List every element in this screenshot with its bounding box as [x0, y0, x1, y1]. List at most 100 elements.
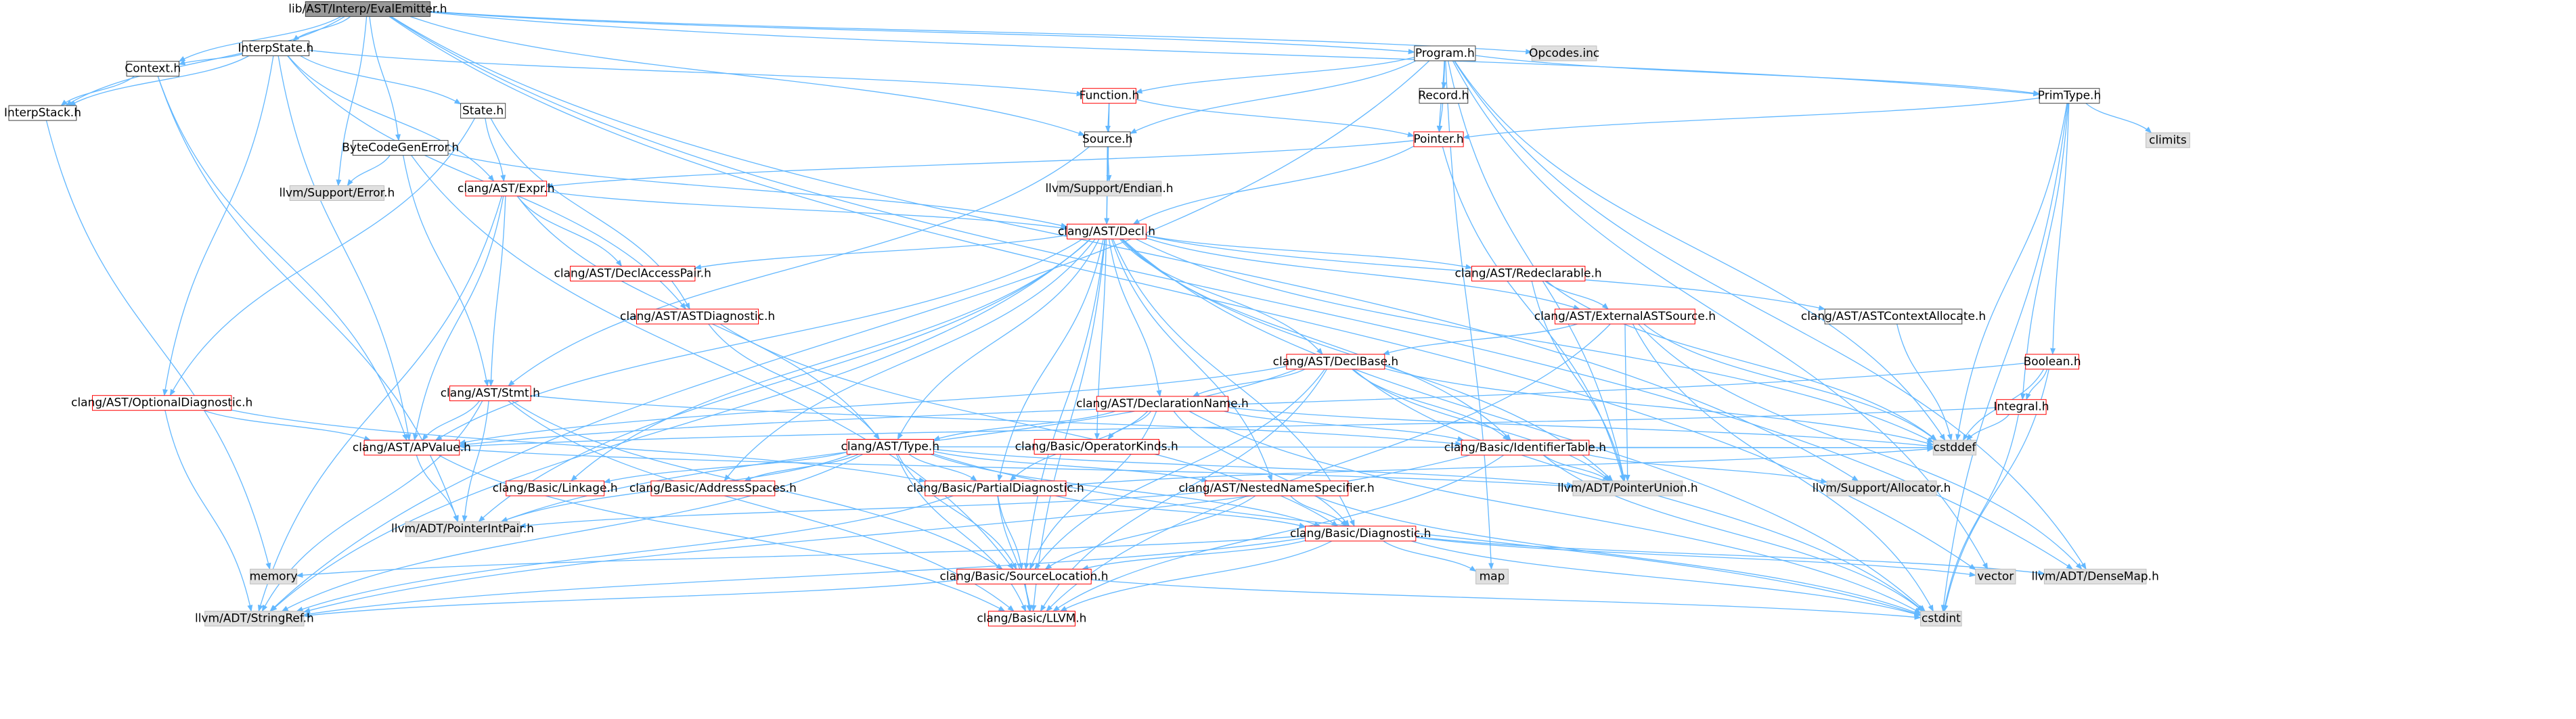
node-label-memory: memory [250, 570, 298, 583]
node-bytecodegenerror[interactable]: ByteCodeGenError.h [342, 140, 459, 156]
node-expr[interactable]: clang/AST/Expr.h [458, 181, 555, 197]
edge-externalastsource-to-cstddef [1643, 323, 1937, 441]
edge-pointer-to-decl [1132, 145, 1415, 225]
node-externalastsource[interactable]: clang/AST/ExternalASTSource.h [1534, 308, 1716, 325]
node-identifiertable[interactable]: clang/Basic/IdentifierTable.h [1444, 440, 1606, 456]
node-program[interactable]: Program.h [1414, 45, 1476, 62]
edge-diagnostic-to-stringref [303, 537, 1306, 617]
edge-bytecodegenerror-to-decl [447, 153, 1068, 229]
node-box-llvmerror [289, 185, 385, 201]
edge-source-to-stmt [508, 146, 1090, 387]
node-layer: lib/AST/Interp/EvalEmitter.hInterpState.… [4, 1, 2190, 627]
node-box-boolean [2025, 354, 2079, 370]
node-box-sourcelocation [956, 568, 1092, 584]
node-box-densemap [2043, 568, 2147, 584]
node-llvmh[interactable]: clang/Basic/LLVM.h [977, 611, 1086, 627]
node-label-astdiagnostic: clang/AST/ASTDiagnostic.h [620, 310, 775, 323]
node-linkage[interactable]: clang/Basic/Linkage.h [493, 480, 618, 496]
node-type[interactable]: clang/AST/Type.h [841, 439, 940, 455]
node-state[interactable]: State.h [460, 103, 506, 119]
edge-partialdiagnostic-to-diagnostic [1055, 495, 1306, 528]
node-partialdiagnostic[interactable]: clang/Basic/PartialDiagnostic.h [907, 480, 1084, 496]
node-addressspaces[interactable]: clang/Basic/AddressSpaces.h [629, 480, 797, 496]
edge-evalemitter-to-vector [388, 16, 1976, 570]
node-label-opcodes: Opcodes.inc [1529, 47, 1599, 60]
node-label-nestednamespecifier: clang/AST/NestedNameSpecifier.h [1179, 482, 1375, 495]
node-box-memory [250, 568, 298, 584]
edge-state-to-optionaldiagnostic [169, 118, 476, 396]
node-label-redeclarable: clang/AST/Redeclarable.h [1455, 267, 1602, 281]
edge-decl-to-partialdiagnostic [997, 239, 1104, 482]
node-evalemitter: lib/AST/Interp/EvalEmitter.h [288, 1, 447, 17]
node-label-pointerunion: llvm/ADT/PointerUnion.h [1557, 482, 1698, 495]
node-label-expr: clang/AST/Expr.h [458, 182, 555, 195]
edge-decl-to-apvalue [435, 238, 1083, 441]
node-astcontextallocate[interactable]: clang/AST/ASTContextAllocate.h [1801, 308, 1986, 325]
edge-redeclarable-to-externalastsource [1545, 281, 1609, 310]
edge-program-to-source [1130, 60, 1416, 134]
node-box-diagnostic [1305, 526, 1417, 542]
edge-diagnostic-to-llvmh [1060, 540, 1332, 612]
edge-expr-to-decl [546, 191, 1068, 231]
edge-evalemitter-to-interpstack [65, 16, 345, 106]
edge-declarationname-to-type [933, 411, 1115, 441]
edge-decl-to-type [897, 239, 1100, 440]
node-densemap: llvm/ADT/DenseMap.h [2032, 568, 2159, 584]
node-decl[interactable]: clang/AST/Decl.h [1058, 223, 1155, 239]
node-label-sourcelocation: clang/Basic/SourceLocation.h [940, 570, 1109, 583]
edge-declarationname-to-cstdint [1189, 411, 1922, 613]
edge-identifiertable-to-allocator [1589, 454, 1828, 484]
node-function[interactable]: Function.h [1080, 88, 1140, 104]
node-optionaldiagnostic[interactable]: clang/AST/OptionalDiagnostic.h [71, 395, 252, 411]
node-interpstate[interactable]: InterpState.h [238, 41, 313, 56]
node-source[interactable]: Source.h [1082, 131, 1133, 147]
edge-program-to-vector [1452, 60, 1989, 570]
node-astdiagnostic[interactable]: clang/AST/ASTDiagnostic.h [620, 308, 775, 325]
node-stmt[interactable]: clang/AST/Stmt.h [441, 386, 540, 402]
node-label-astcontextallocate: clang/AST/ASTContextAllocate.h [1801, 310, 1986, 323]
node-redeclarable[interactable]: clang/AST/Redeclarable.h [1455, 266, 1602, 281]
node-declaccesspair[interactable]: clang/AST/DeclAccessPair.h [554, 266, 711, 281]
node-declbase[interactable]: clang/AST/DeclBase.h [1273, 354, 1399, 370]
node-apvalue[interactable]: clang/AST/APValue.h [353, 440, 471, 456]
edge-stmt-to-pointerintpair [462, 400, 489, 523]
node-box-interpstate [242, 41, 310, 56]
edge-partialdiagnostic-to-stringref [296, 495, 954, 612]
node-pointerunion: llvm/ADT/PointerUnion.h [1557, 480, 1698, 496]
edge-declbase-to-pointerunion [1352, 369, 1612, 482]
edge-stmt-to-apvalue [422, 400, 481, 441]
node-label-densemap: llvm/ADT/DenseMap.h [2032, 570, 2159, 583]
node-box-climits [2146, 132, 2190, 148]
node-nestednamespecifier[interactable]: clang/AST/NestedNameSpecifier.h [1179, 480, 1375, 496]
node-box-vector [1975, 568, 2016, 584]
node-label-record: Record.h [1418, 89, 1469, 103]
edge-bytecodegenerror-to-stmt [403, 155, 489, 387]
edge-bytecodegenerror-to-llvmerror [347, 155, 391, 187]
edge-primtype-to-pointer [1463, 97, 2040, 140]
node-box-identifiertable [1461, 440, 1590, 456]
edge-primtype-to-climits [2085, 103, 2152, 133]
edge-diagnostic-to-map [1383, 540, 1477, 572]
node-diagnostic[interactable]: clang/Basic/Diagnostic.h [1290, 526, 1431, 542]
edge-type-to-stringref [281, 453, 864, 612]
node-cstddef: cstddef [1932, 440, 1976, 456]
node-operatorkinds[interactable]: clang/Basic/OperatorKinds.h [1015, 439, 1178, 455]
edge-primtype-to-boolean [2050, 103, 2070, 355]
node-label-operatorkinds: clang/Basic/OperatorKinds.h [1015, 440, 1178, 454]
node-pointer[interactable]: Pointer.h [1413, 131, 1464, 147]
node-interpstack[interactable]: InterpStack.h [4, 105, 81, 121]
edge-diagnostic-to-memory [296, 535, 1306, 578]
node-integral[interactable]: Integral.h [1993, 399, 2049, 415]
edge-evalemitter-to-source [409, 16, 1086, 136]
node-declarationname[interactable]: clang/AST/DeclarationName.h [1076, 396, 1249, 412]
node-boolean[interactable]: Boolean.h [2024, 354, 2081, 370]
node-primtype[interactable]: PrimType.h [2038, 88, 2101, 104]
edge-boolean-to-integral [2026, 369, 2048, 400]
node-box-interpstack [8, 105, 77, 121]
node-context[interactable]: Context.h [125, 61, 181, 77]
edge-interpstate-to-expr [287, 55, 495, 182]
node-record[interactable]: Record.h [1418, 88, 1469, 104]
edge-primtype-to-integral [2020, 103, 2069, 400]
edge-externalastsource-to-pointerunion [1624, 323, 1630, 482]
node-sourcelocation[interactable]: clang/Basic/SourceLocation.h [940, 568, 1109, 584]
